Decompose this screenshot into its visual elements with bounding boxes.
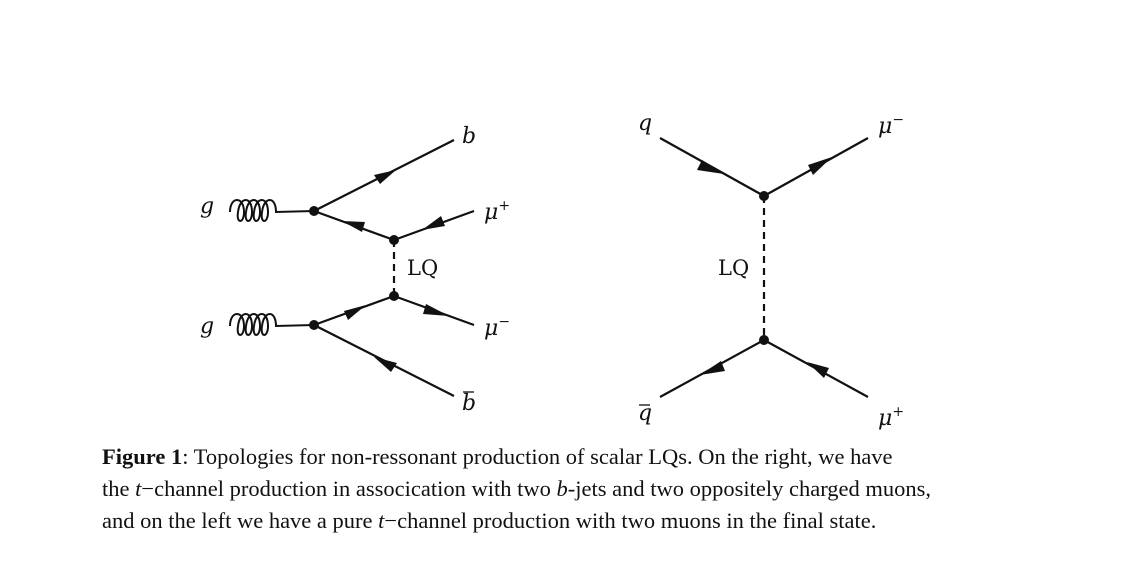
caption-line2-t: t <box>135 476 142 501</box>
muplus-arrow-left <box>422 216 445 230</box>
bbar-quark-arrow <box>374 357 397 372</box>
caption-line-3: and on the left we have a pure t−channel… <box>102 505 1037 537</box>
label-lq-right: LQ <box>718 256 749 280</box>
caption-line-2: the t−channel production in assocication… <box>102 473 1037 505</box>
caption-line1-text: : Topologies for non-ressonant productio… <box>182 444 893 469</box>
gluon-top-line <box>229 199 315 222</box>
muminus-arrow-left <box>423 304 449 316</box>
caption-label: Figure 1 <box>102 444 183 469</box>
label-b: b <box>462 124 476 149</box>
vertex-right-top <box>759 191 769 201</box>
caption-line-1: Figure 1: Topologies for non-ressonant p… <box>102 441 1037 473</box>
caption-line2-c: -jets and two oppositely charged muons, <box>567 476 932 501</box>
muminus-arrow-right <box>808 157 832 175</box>
label-g-bottom: g <box>200 314 214 339</box>
vertex-lq-bottom <box>389 291 399 301</box>
right-feynman-diagram: q q μ− μ+ LQ <box>638 111 904 431</box>
label-q: q <box>638 111 652 136</box>
caption-line2-b: −channel production in assocication with… <box>141 476 557 501</box>
label-bbar: b <box>462 391 476 416</box>
vertex-gluon-bottom <box>309 320 319 330</box>
q-arrow <box>697 160 724 174</box>
label-g-top: g <box>200 194 214 219</box>
caption-line3-t: t <box>378 508 385 533</box>
vertex-gluon-top <box>309 206 319 216</box>
internal-lepton-arrow-bottom <box>344 305 366 320</box>
label-muminus-left: μ− <box>484 314 510 341</box>
label-muplus-right: μ+ <box>878 404 904 431</box>
gluon-bottom-line <box>229 313 315 336</box>
label-lq-left: LQ <box>407 256 438 280</box>
left-feynman-diagram: g g b b μ+ μ− LQ <box>200 124 510 416</box>
caption-line2-a: the <box>102 476 136 501</box>
qbar-arrow <box>700 361 725 375</box>
caption-line3-b: −channel production with two muons in th… <box>384 508 877 533</box>
internal-lepton-arrow-top <box>342 221 365 232</box>
b-quark-arrow <box>374 170 396 184</box>
vertex-lq-top <box>389 235 399 245</box>
label-qbar: q <box>638 401 652 426</box>
figure-caption: Figure 1: Topologies for non-ressonant p… <box>102 441 1037 537</box>
vertex-right-bottom <box>759 335 769 345</box>
label-muminus-right: μ− <box>878 112 904 139</box>
caption-line2-bjet: b <box>556 476 568 501</box>
muplus-arrow-right <box>807 362 829 378</box>
caption-line3-a: and on the left we have a pure <box>102 508 379 533</box>
label-muplus-left: μ+ <box>484 198 510 225</box>
